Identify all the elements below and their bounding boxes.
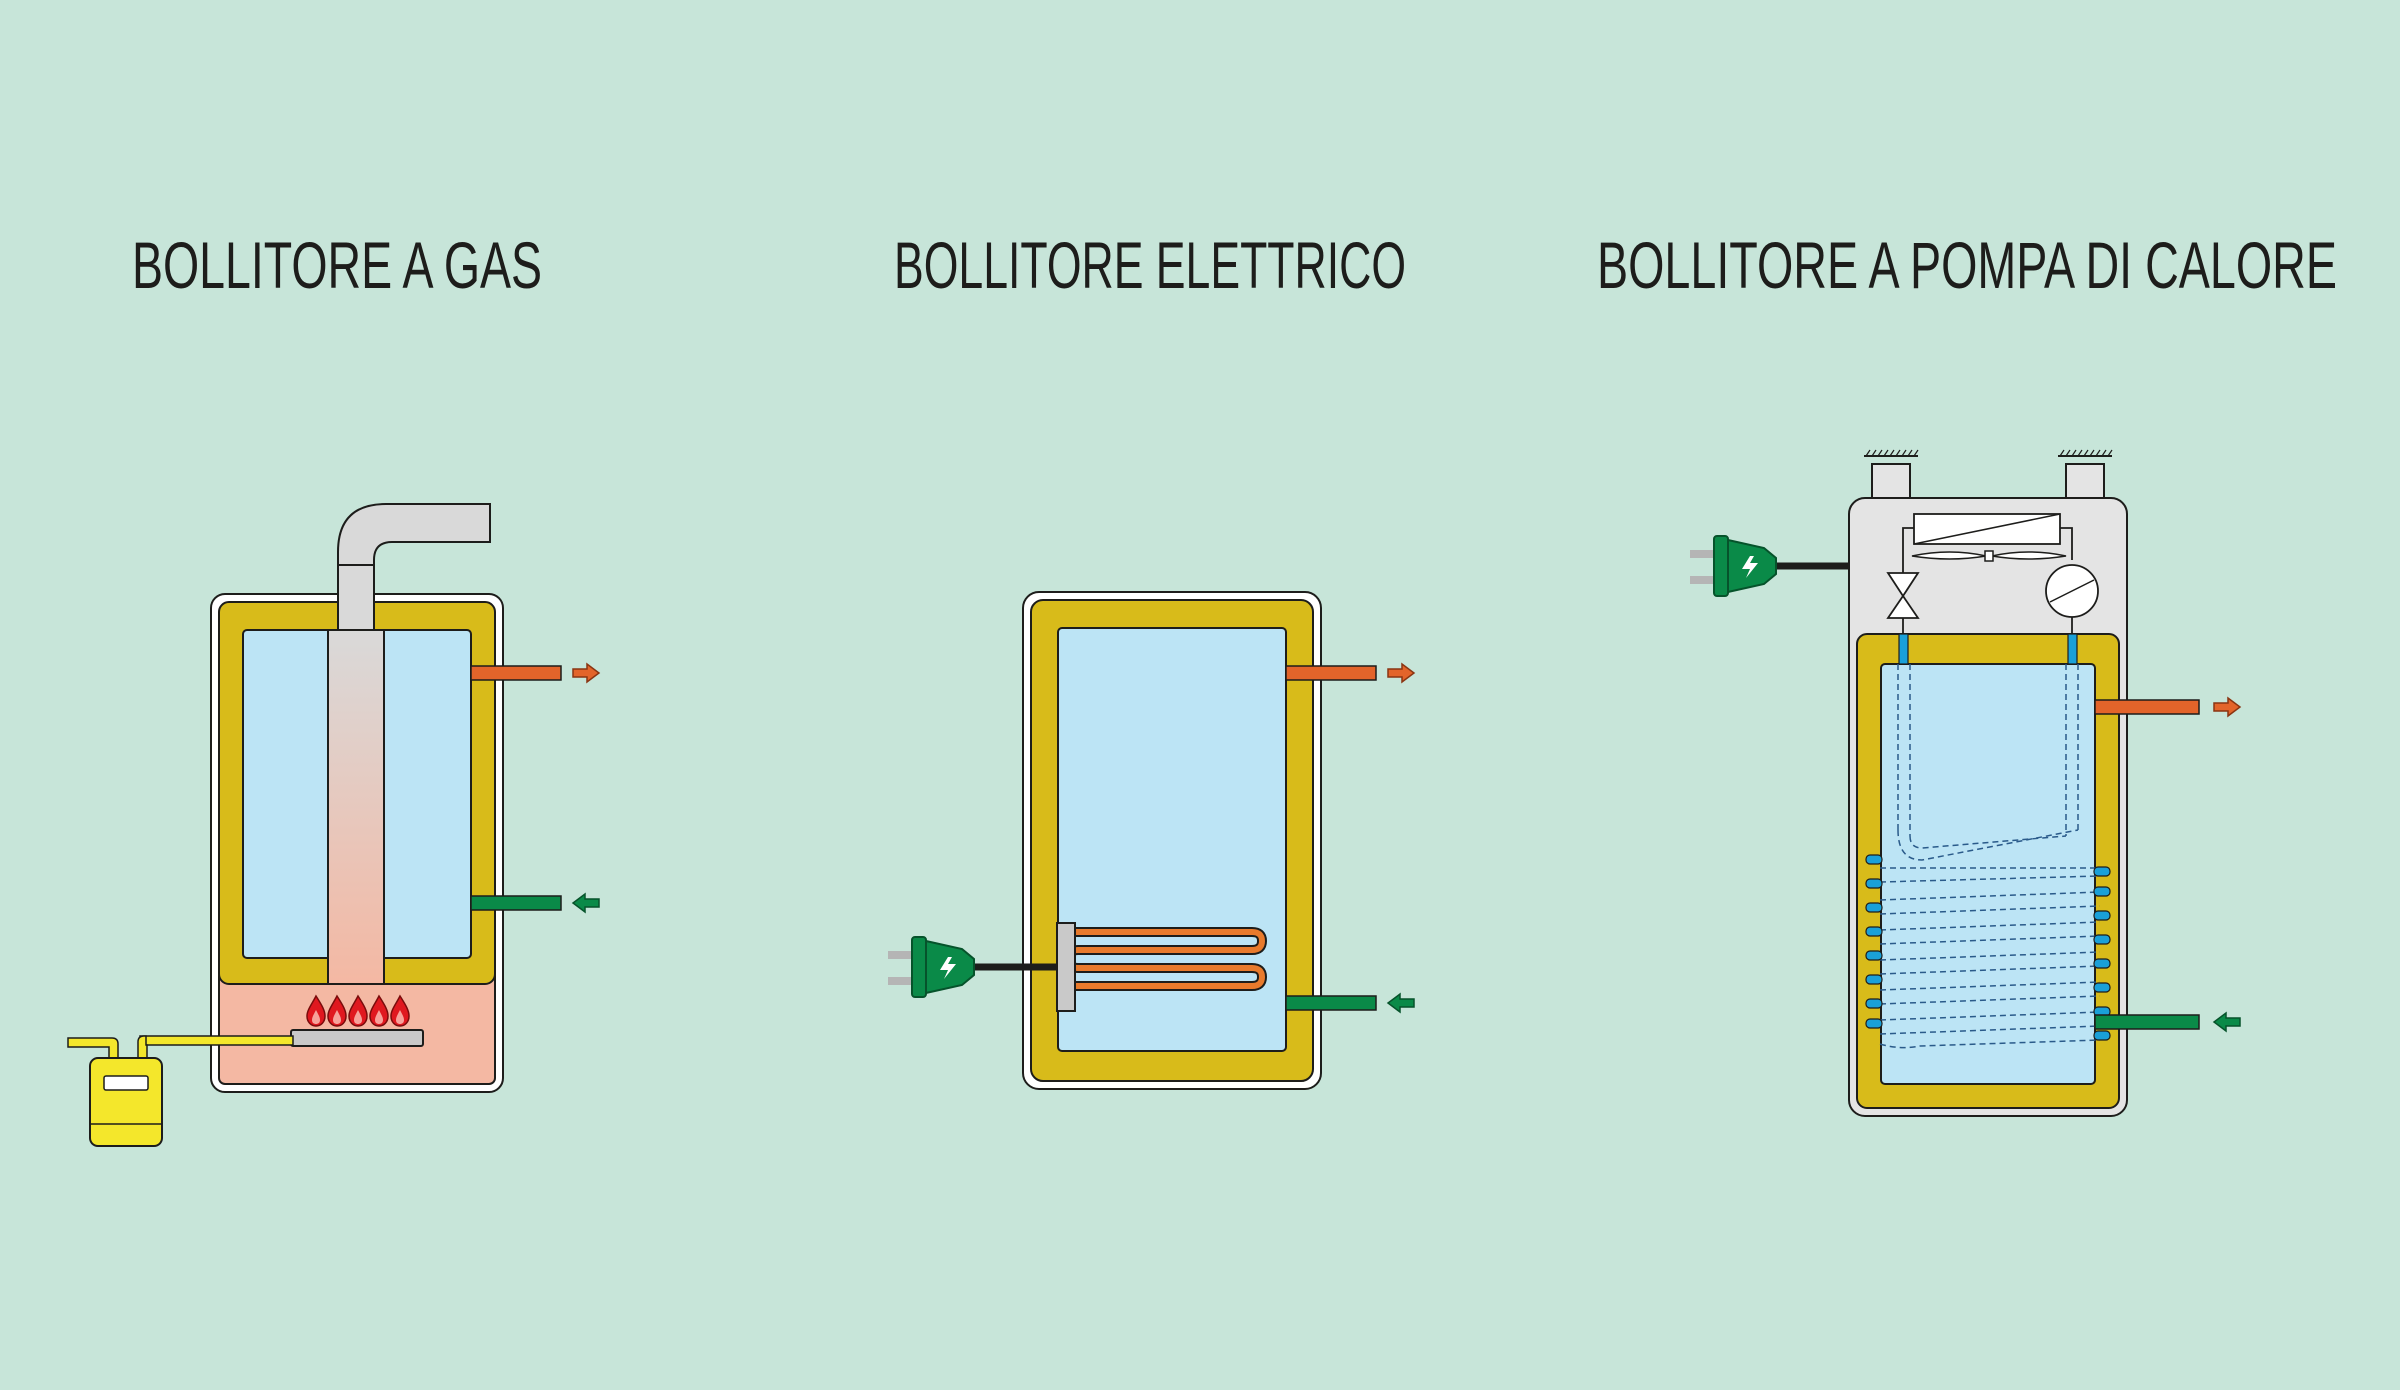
coil-ends-left (1865, 854, 1883, 1029)
fan-icon (1911, 550, 2067, 562)
gas-heater-flue (327, 629, 385, 985)
flue-elbow (337, 503, 491, 566)
electric-cold-water-inlet (1285, 995, 1377, 1011)
electric-water-heater (887, 591, 1415, 1090)
electric-plug-icon (887, 936, 975, 998)
gas-pipe-inlet (67, 1037, 119, 1061)
arrow-in-icon (2213, 1012, 2241, 1032)
panel-title-electric: BOLLITORE ELETTRICO (894, 228, 1406, 302)
arrow-in-icon (1387, 993, 1415, 1013)
arrow-out-icon (1387, 663, 1415, 683)
gas-burner (290, 1029, 424, 1047)
coil-ends-right (2093, 866, 2111, 1041)
flue-chimney (337, 564, 375, 631)
heating-element-flange (1056, 922, 1076, 1012)
panel-title-heatpump: BOLLITORE A POMPA DI CALORE (1597, 228, 2337, 302)
gas-cold-water-inlet (470, 895, 562, 911)
panel-title-gas: BOLLITORE A GAS (132, 228, 542, 302)
arrow-out-icon (572, 663, 600, 683)
gas-water-heater (67, 503, 600, 1147)
air-inlet-vent (1871, 463, 1911, 501)
heatpump-water-tank (1880, 663, 2096, 1085)
gas-meter-icon (89, 1057, 163, 1147)
heatpump-hot-water-outlet (2094, 699, 2200, 715)
gas-hot-water-outlet (470, 665, 562, 681)
gas-pipe-bend (137, 1035, 148, 1061)
electric-hot-water-outlet (1285, 665, 1377, 681)
gas-heater-combustion-chamber (218, 969, 496, 1085)
arrow-out-icon (2213, 697, 2241, 717)
vent-grilles (1864, 449, 2113, 457)
electric-plug-icon (1689, 535, 1777, 597)
compressor-icon (2045, 564, 2099, 618)
expansion-valve-icon (1886, 572, 1920, 619)
condenser-coil (1879, 664, 2101, 1049)
arrow-in-icon (572, 893, 600, 913)
heatpump-water-heater (1689, 449, 2241, 1117)
air-outlet-vent (2065, 463, 2105, 501)
gas-pipe-horizontal (139, 1035, 294, 1046)
heatpump-cold-water-inlet (2094, 1014, 2200, 1030)
